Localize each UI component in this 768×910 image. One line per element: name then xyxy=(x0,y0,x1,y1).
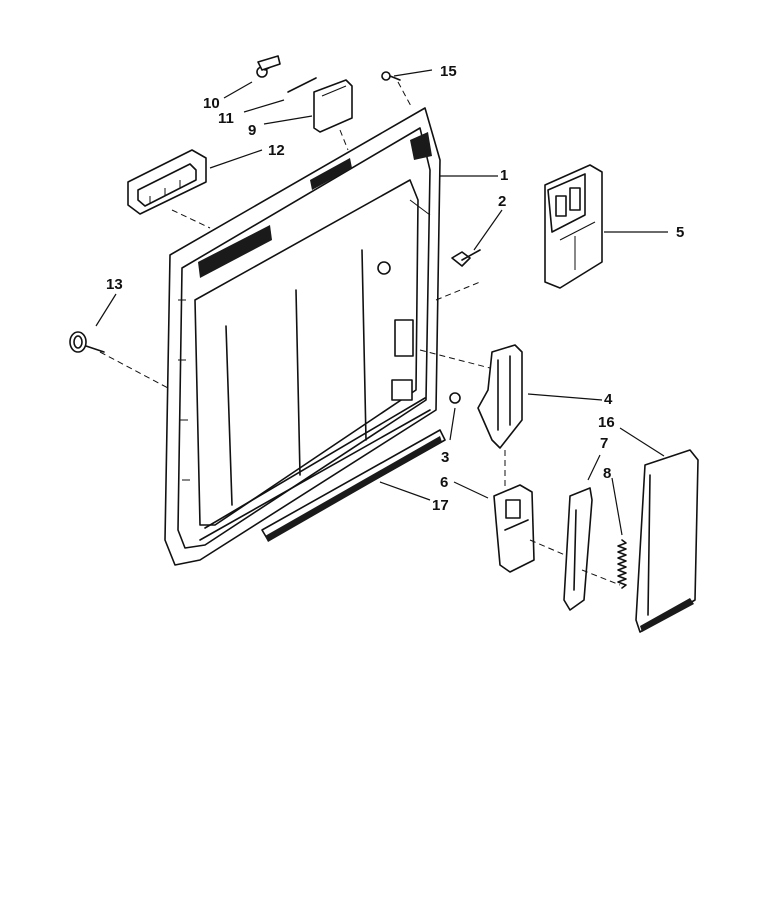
callout-16: 16 xyxy=(598,414,615,431)
callout-labels: 1 2 3 4 5 6 7 8 9 10 11 12 13 15 16 17 xyxy=(106,63,684,514)
pin-11 xyxy=(287,77,317,93)
callout-3: 3 xyxy=(441,449,449,466)
cover-plate xyxy=(313,79,353,133)
callout-11: 11 xyxy=(218,110,234,127)
callout-7: 7 xyxy=(600,435,608,452)
callout-6: 6 xyxy=(440,474,448,491)
callout-12: 12 xyxy=(268,142,285,159)
alignment-lines xyxy=(99,81,621,586)
spring-8 xyxy=(617,539,627,589)
control-module xyxy=(544,164,603,289)
door-handle xyxy=(127,149,207,215)
nut-3 xyxy=(449,392,461,404)
bracket-clip xyxy=(257,55,281,71)
leader-arrows xyxy=(95,69,668,536)
door-inner-panel xyxy=(164,107,441,566)
latch-pin-2 xyxy=(451,249,481,267)
callout-10: 10 xyxy=(203,95,220,112)
callout-2: 2 xyxy=(498,193,506,210)
latch-plate-7 xyxy=(563,487,593,611)
trim-panel-16 xyxy=(635,449,699,633)
lower-vent-strip xyxy=(261,429,446,542)
callout-17: 17 xyxy=(432,497,449,514)
latch-body-6 xyxy=(493,484,535,573)
callout-4: 4 xyxy=(604,391,613,408)
knob-13 xyxy=(69,331,105,353)
callout-15: 15 xyxy=(440,63,457,80)
callout-8: 8 xyxy=(603,465,611,482)
screw-15 xyxy=(381,71,401,81)
callout-5: 5 xyxy=(676,224,684,241)
callout-9: 9 xyxy=(248,122,256,139)
latch-bracket-4 xyxy=(477,344,523,449)
callout-13: 13 xyxy=(106,276,123,293)
callout-1: 1 xyxy=(500,167,508,184)
